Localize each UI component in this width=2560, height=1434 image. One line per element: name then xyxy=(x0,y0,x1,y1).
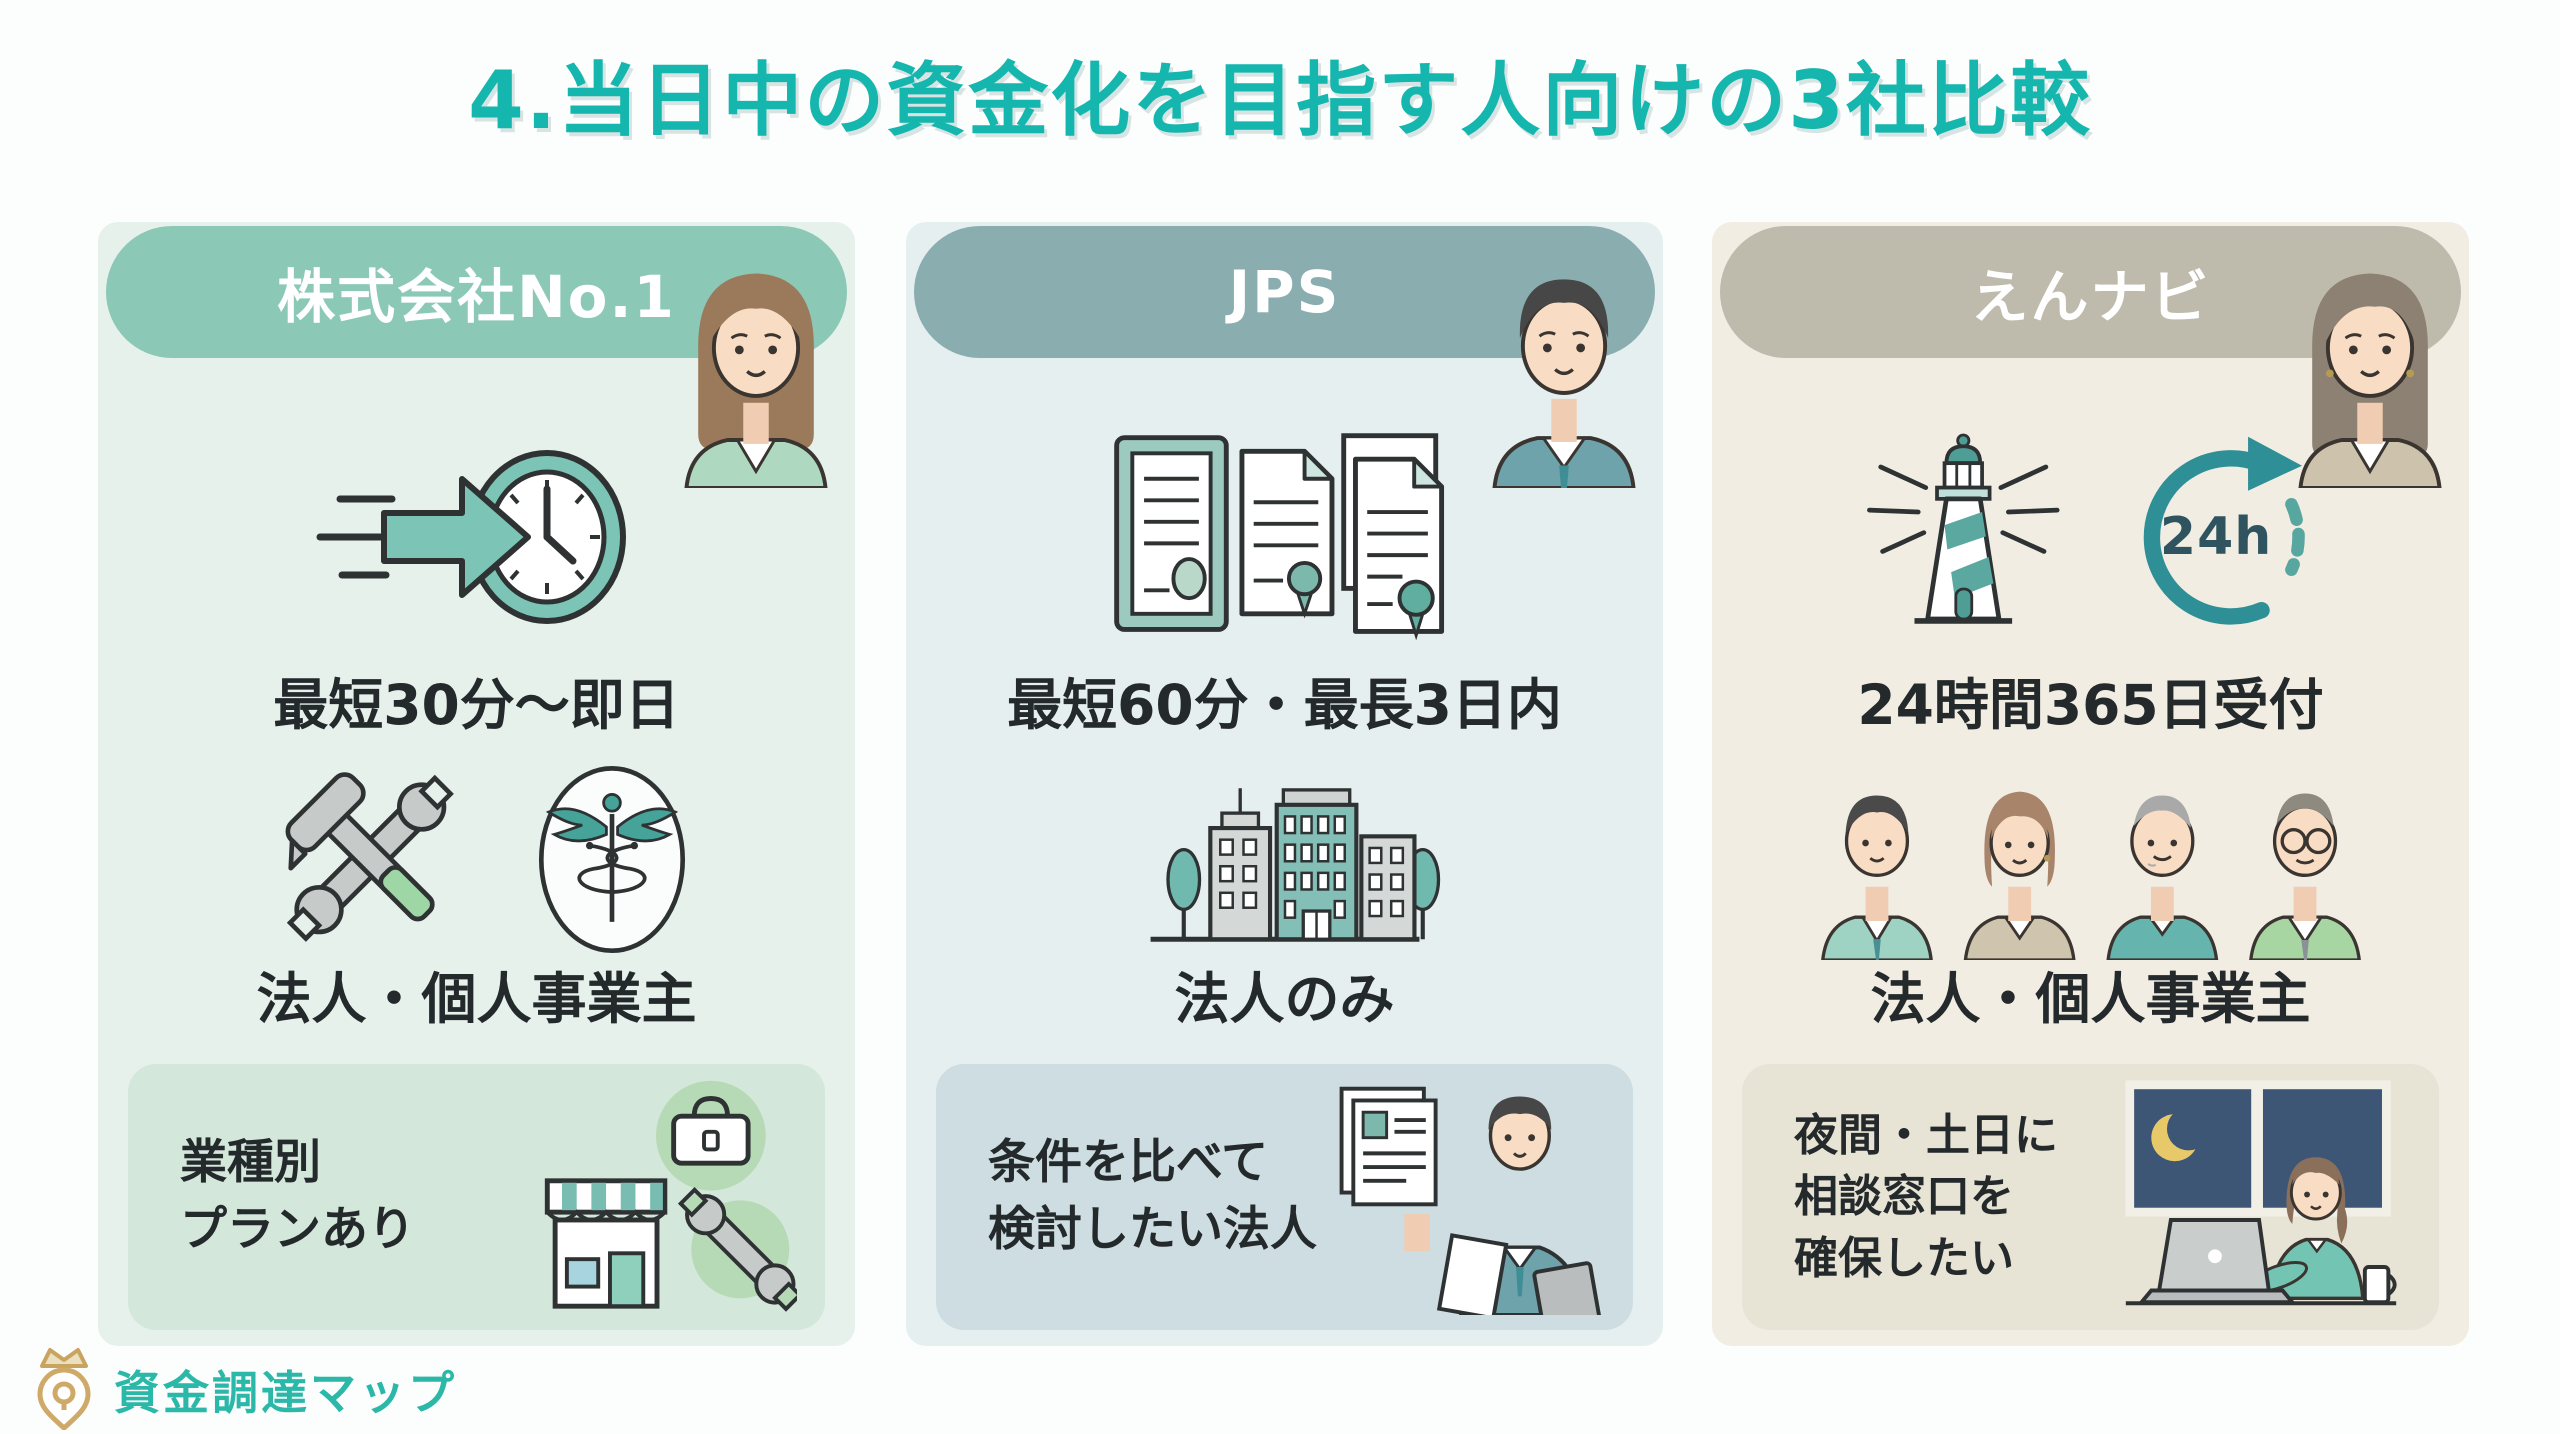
recommend-text-no1: 業種別 プランあり xyxy=(180,1130,415,1263)
recommend-line: 条件を比べて xyxy=(988,1135,1269,1191)
24h-badge-text: 24h xyxy=(2159,507,2273,567)
woman-consultant-icon xyxy=(2279,248,2461,490)
speed-text-jps: 最短60分・最長3日内 xyxy=(1007,673,1562,737)
woman-advisor-icon xyxy=(665,248,847,490)
recommend-line: 確保したい xyxy=(1794,1232,2014,1284)
availability-icons: 24h xyxy=(1712,418,2469,656)
speed-text-no1: 最短30分〜即日 xyxy=(273,673,680,737)
page-title: 4.当日中の資金化を目指す人向けの3社比較 xyxy=(468,54,2092,147)
column-jps-title: JPS xyxy=(1228,258,1341,326)
caduceus-icon xyxy=(526,760,698,964)
column-jps: JPS xyxy=(906,222,1663,1346)
tools-icon xyxy=(256,760,486,964)
lighthouse-icon xyxy=(1853,420,2083,654)
people-group-icon xyxy=(1712,767,2469,960)
recommend-box-no1: 業種別 プランあり xyxy=(128,1064,825,1330)
man-advisor-icon xyxy=(1473,248,1655,490)
recommend-line: プランあり xyxy=(180,1202,415,1257)
brand-name: 資金調達マップ xyxy=(114,1366,457,1420)
recommend-line: 検討したい法人 xyxy=(988,1202,1317,1257)
recommend-text-jps: 条件を比べて 検討したい法人 xyxy=(988,1130,1317,1263)
column-no1: 株式会社No.1 xyxy=(98,222,855,1346)
recommend-box-ennavi: 夜間・土日に 相談窓口を 確保したい xyxy=(1742,1064,2439,1330)
recommend-line: 業種別 xyxy=(180,1135,321,1191)
column-ennavi-title: えんナビ xyxy=(1970,263,2211,331)
map-pin-crown-icon xyxy=(28,1346,100,1434)
recommend-line: 夜間・土日に xyxy=(1794,1109,2058,1161)
target-text-no1: 法人・個人事業主 xyxy=(256,967,697,1031)
column-ennavi: えんナビ xyxy=(1712,222,2469,1346)
recommend-line: 相談窓口を xyxy=(1794,1171,2014,1223)
recommend-box-jps: 条件を比べて 検討したい法人 xyxy=(936,1064,1633,1342)
buildings-icon xyxy=(906,767,1663,957)
businessman-documents-icon xyxy=(1325,1075,1605,1342)
speed-text-ennavi: 24時間365日受付 xyxy=(1857,673,2324,737)
target-text-ennavi: 法人・個人事業主 xyxy=(1870,967,2311,1031)
brand-logo: 資金調達マップ xyxy=(28,1346,457,1434)
target-icons-no1 xyxy=(98,766,855,957)
24h-icon: 24h xyxy=(2117,431,2329,643)
night-support-icon xyxy=(2111,1075,2411,1319)
target-text-jps: 法人のみ xyxy=(1174,967,1395,1031)
recommend-text-ennavi: 夜間・土日に 相談窓口を 確保したい xyxy=(1794,1105,2058,1290)
speed-clock-icon xyxy=(98,418,855,656)
industry-plans-icon xyxy=(517,1075,803,1319)
certificates-icon xyxy=(906,418,1663,656)
column-no1-title: 株式会社No.1 xyxy=(277,263,676,331)
